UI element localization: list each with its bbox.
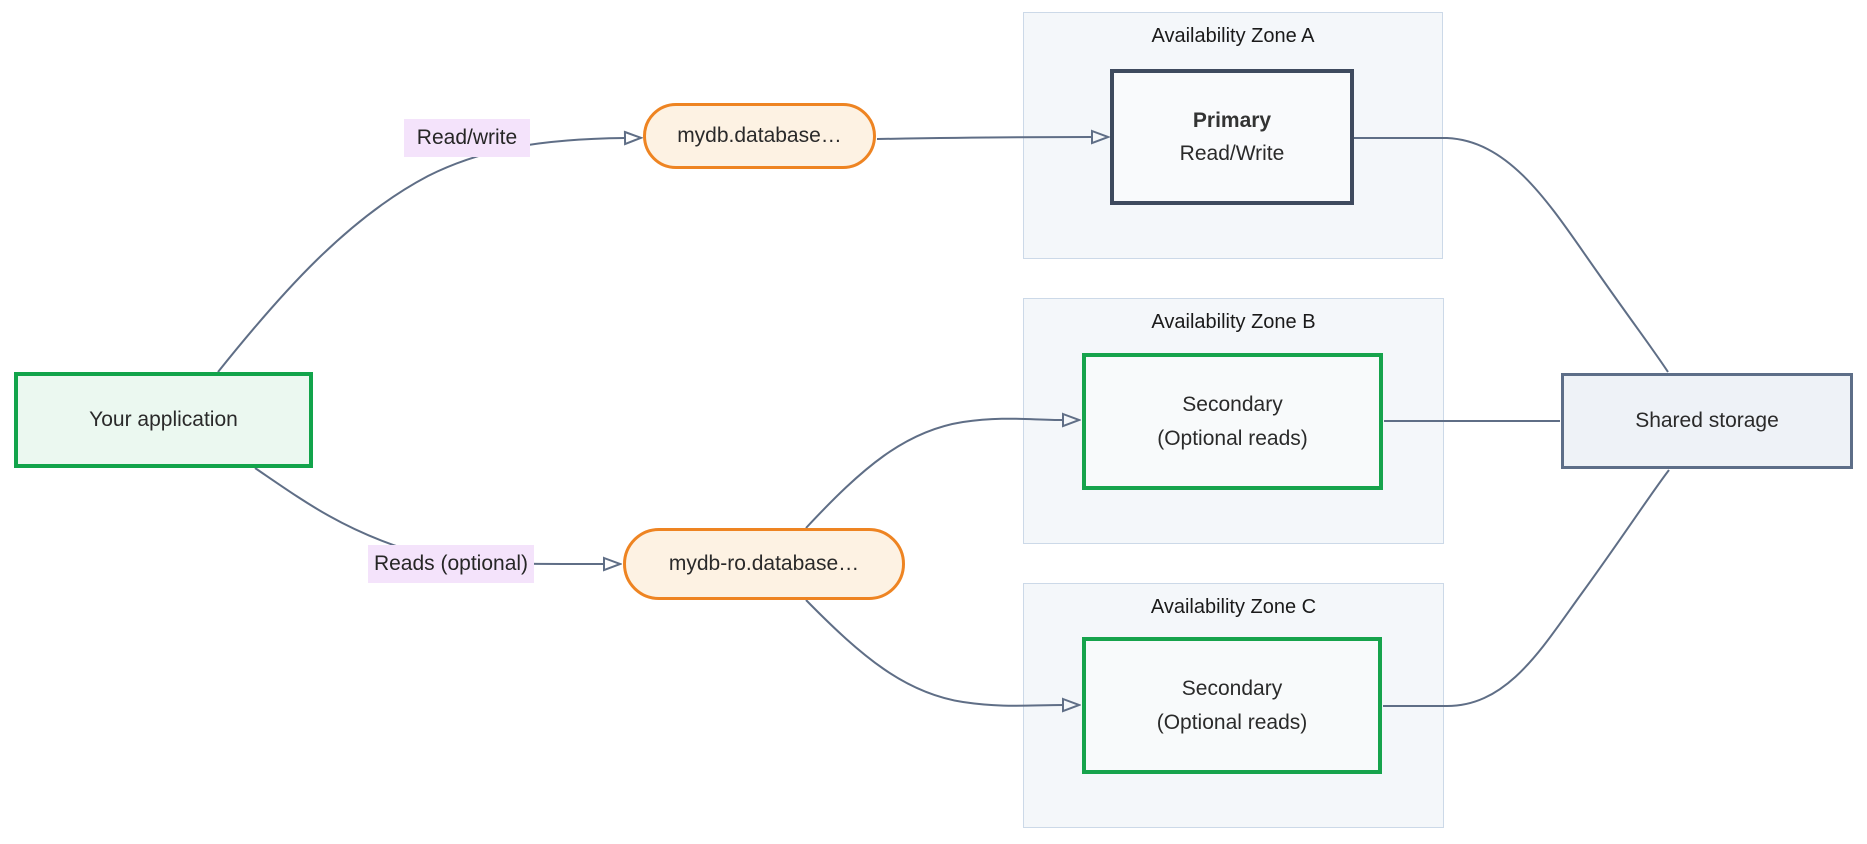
edge-app-to-writer-endpoint [217, 138, 625, 373]
writer-endpoint-node: mydb.database… [643, 103, 876, 169]
edge-reader-endpoint-to-secondary-b [805, 419, 1063, 529]
primary-node-subtitle: Read/Write [1179, 142, 1285, 165]
edge-secondary-c-to-storage [1383, 469, 1670, 707]
primary-node: Primary Read/Write [1110, 69, 1354, 205]
edge-label-reads-optional: Reads (optional) [368, 545, 534, 583]
shared-storage-node: Shared storage [1561, 373, 1853, 469]
edge-label-read-write: Read/write [404, 119, 530, 157]
zone-a-title: Availability Zone A [1151, 25, 1315, 47]
edge-primary-to-storage [1354, 137, 1669, 373]
secondary-b-title: Secondary [1182, 392, 1283, 416]
secondary-node-zone-b: Secondary (Optional reads) [1082, 353, 1383, 490]
secondary-b-subtitle: (Optional reads) [1157, 426, 1308, 450]
reader-endpoint-node: mydb-ro.database… [623, 528, 905, 600]
secondary-c-title: Secondary [1181, 676, 1283, 700]
edge-reader-endpoint-to-secondary-c [805, 599, 1063, 706]
primary-node-title: Primary [1192, 109, 1272, 132]
zone-b-title: Availability Zone B [1151, 311, 1316, 333]
your-application-node: Your application [14, 372, 313, 468]
zone-c-title: Availability Zone C [1150, 596, 1317, 618]
secondary-node-zone-c: Secondary (Optional reads) [1082, 637, 1382, 774]
secondary-c-subtitle: (Optional reads) [1156, 710, 1308, 734]
edge-writer-endpoint-to-primary [876, 137, 1092, 139]
